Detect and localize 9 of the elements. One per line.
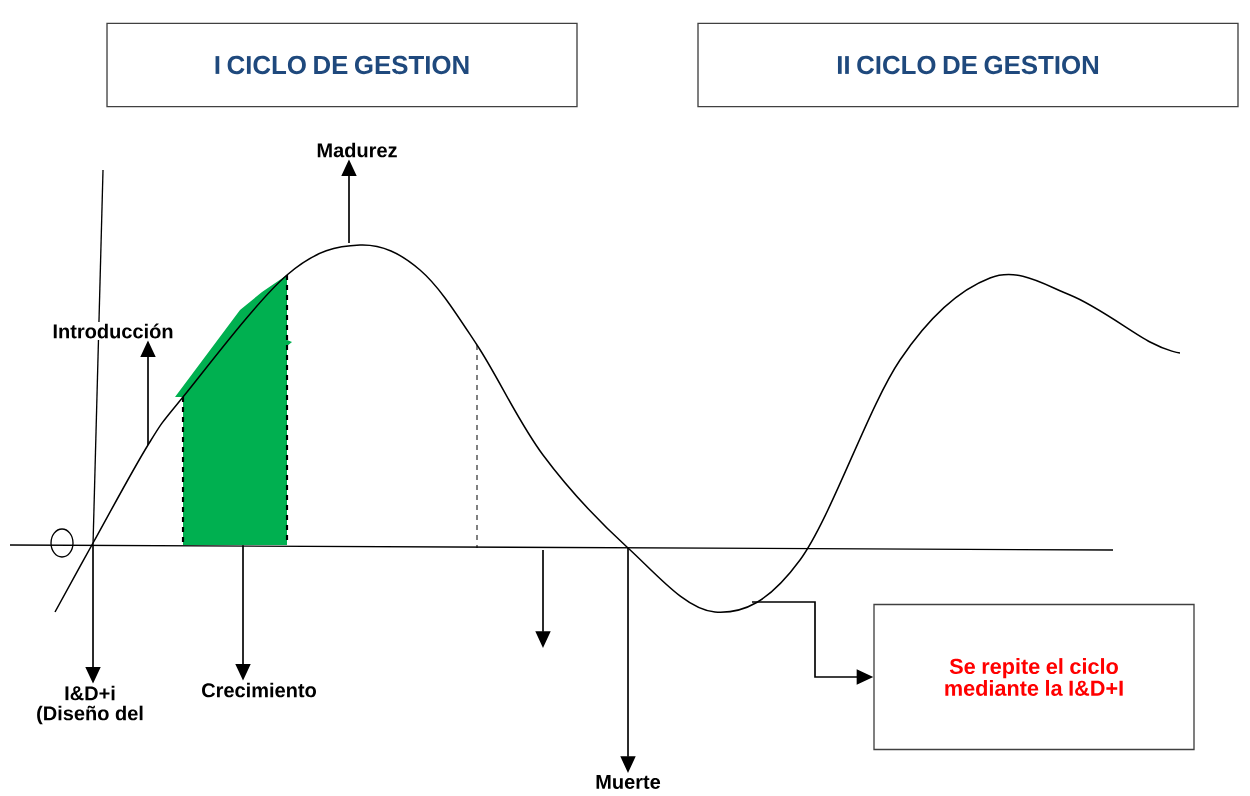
stage-label: Madurez [314, 141, 400, 159]
title-box: II CICLO DE GESTION [697, 22, 1239, 108]
stage-label: I&D+i (Diseño del [37, 685, 143, 725]
title-box: I CICLO DE GESTION [106, 22, 578, 108]
text-box: Se repite el ciclo mediante la I&D+I [873, 603, 1195, 751]
stage-label: Crecimiento [199, 681, 319, 699]
shaded-area [175, 275, 292, 545]
stage-label: Muerte [593, 773, 663, 791]
stage-label: Introducción [50, 321, 176, 341]
